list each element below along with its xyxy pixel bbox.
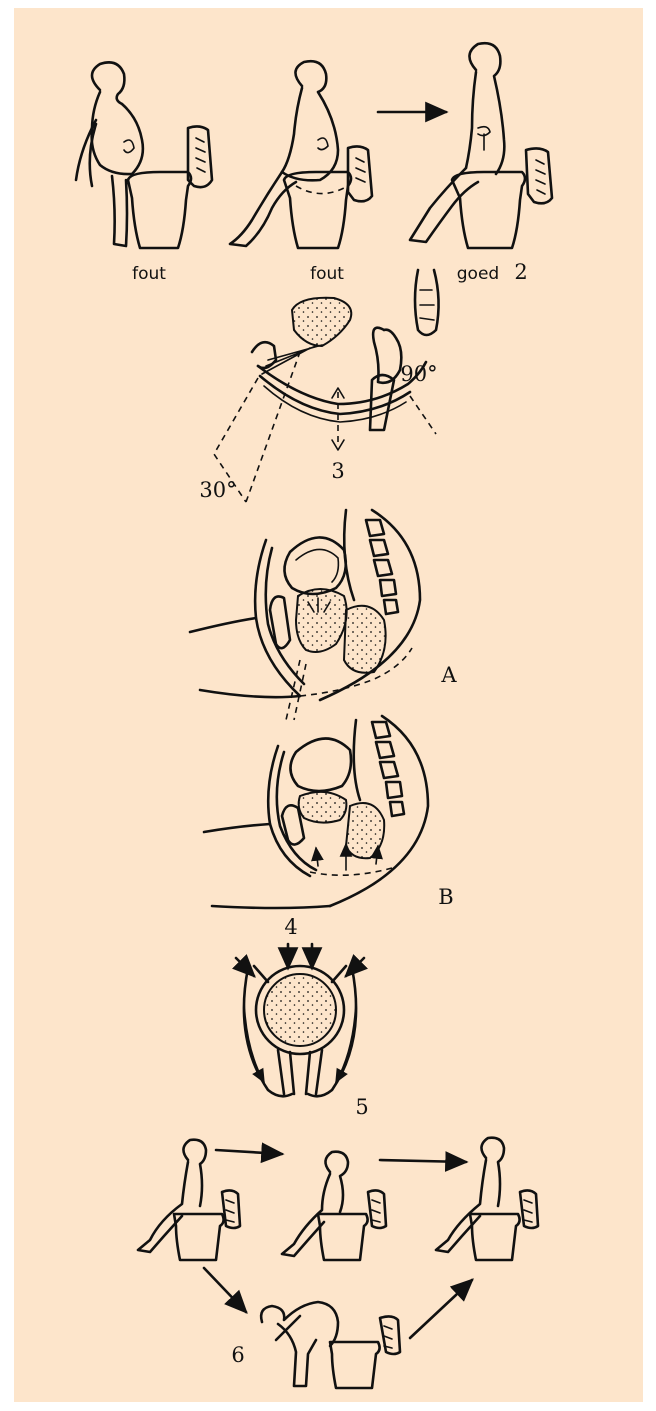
- panel-label-a: A: [440, 663, 457, 687]
- posture-label-wrong-2: fout: [310, 264, 344, 284]
- figure-number-4: 4: [284, 915, 297, 939]
- figure-4b-cross-section: [204, 716, 428, 908]
- figure-2-posture-wrong-1: [76, 62, 212, 248]
- figure-5-bladder-diagram: [236, 944, 364, 1096]
- angle-label-30: 30°: [199, 478, 236, 502]
- figure-3-pelvic-floor-diagram: [214, 270, 439, 502]
- figure-number-5: 5: [355, 1095, 368, 1119]
- figure-2-posture-wrong-2: [230, 61, 372, 248]
- figure-number-2: 2: [514, 260, 527, 284]
- angle-label-90: 90°: [400, 362, 437, 386]
- figure-6-posture-sequence: [138, 1138, 538, 1388]
- panel-label-b: B: [438, 885, 453, 909]
- posture-label-right: goed: [457, 264, 499, 284]
- figure-4a-cross-section: [190, 510, 420, 720]
- figure-2-posture-right: [410, 43, 552, 248]
- figure-number-3: 3: [331, 459, 344, 483]
- figure-number-6: 6: [231, 1343, 244, 1367]
- posture-label-wrong-1: fout: [132, 264, 166, 284]
